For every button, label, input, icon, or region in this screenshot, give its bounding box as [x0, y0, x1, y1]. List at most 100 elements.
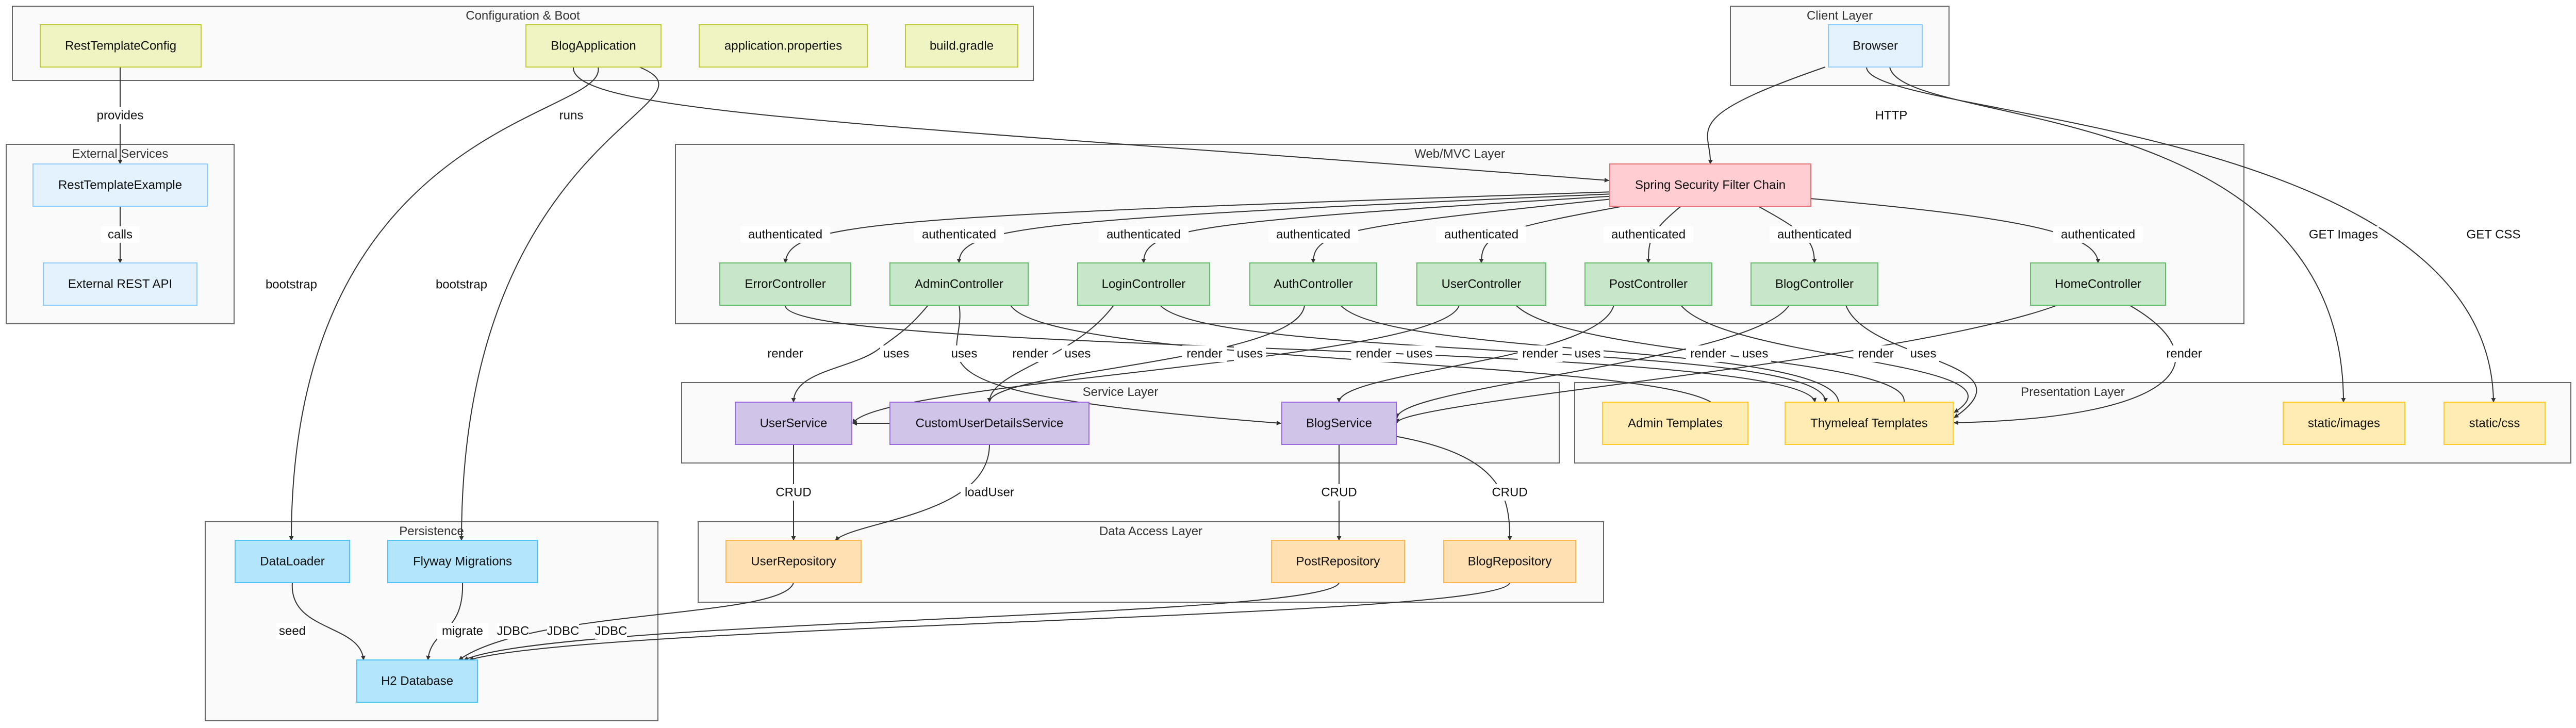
- edge-label-jdbc: JDBC: [547, 623, 580, 639]
- node-post-controller: PostController: [1584, 262, 1712, 306]
- node-label: RestTemplateConfig: [65, 39, 176, 53]
- edge-label-authenticated: authenticated: [740, 226, 831, 243]
- edge-login-controller-to-custom-user-details-service: [987, 305, 1114, 403]
- edge-label-render: render: [763, 345, 808, 362]
- node-label: Browser: [1853, 39, 1898, 53]
- cluster-title: Configuration & Boot: [466, 9, 580, 23]
- edge-browser-to-static-images: [1889, 67, 2346, 403]
- edge-label-background: [1875, 107, 1907, 124]
- node-post-repository: PostRepository: [1271, 540, 1405, 583]
- edge-label-background: [880, 345, 912, 362]
- edge-label-background: [555, 107, 587, 124]
- node-box: [32, 163, 208, 207]
- node-box: [235, 540, 350, 583]
- edge-label-text: authenticated: [922, 228, 996, 242]
- edge-label-background: [1351, 345, 1396, 362]
- node-user-service: UserService: [735, 402, 852, 445]
- edge-label-authenticated: authenticated: [1436, 226, 1527, 243]
- node-box: [2283, 402, 2405, 445]
- node-box: [356, 659, 478, 703]
- node-label: HomeController: [2055, 277, 2141, 291]
- edge-label-background: [497, 623, 529, 639]
- node-box: [43, 262, 197, 306]
- edge-post-repository-to-h2: [464, 582, 1340, 660]
- node-label: build.gradle: [930, 39, 994, 53]
- edge-data-loader-to-h2: [291, 582, 366, 660]
- node-label: CustomUserDetailsService: [916, 417, 1064, 431]
- edge-label-background: [547, 623, 579, 639]
- node-label: AdminController: [915, 277, 1003, 291]
- edge-user-repository-to-h2: [458, 582, 794, 660]
- edge-label-uses: uses: [1907, 345, 1939, 362]
- node-box: [1416, 262, 1546, 306]
- node-auth-controller: AuthController: [1249, 262, 1377, 306]
- node-user-controller: UserController: [1416, 262, 1546, 306]
- edge-label-text: uses: [1910, 347, 1937, 361]
- node-label: External REST API: [68, 277, 172, 291]
- cluster-title: Persistence: [399, 524, 464, 538]
- edge-admin-controller-to-blog-service: [956, 305, 1281, 425]
- node-box: [40, 24, 202, 68]
- edge-label-jdbc: JDBC: [595, 623, 627, 639]
- node-label: BlogService: [1306, 417, 1372, 431]
- edge-label-jdbc: JDBC: [497, 623, 529, 639]
- edge-label-background: [2161, 345, 2207, 362]
- edge-label-text: uses: [1237, 347, 1263, 361]
- node-box: [1785, 402, 1954, 445]
- edge-login-controller-to-thymeleaf-templates: [1160, 305, 1828, 403]
- edge-label-background: [1769, 226, 1860, 243]
- edge-label-background: [437, 623, 488, 639]
- edge-label-text: bootstrap: [436, 278, 487, 292]
- edge-label-get-images: GET Images: [2308, 226, 2379, 243]
- edge-label-text: CRUD: [775, 486, 811, 500]
- edge-label-background: [1323, 484, 1355, 501]
- edge-label-background: [2468, 226, 2519, 243]
- edge-label-text: authenticated: [2061, 228, 2135, 242]
- edge-label-background: [1603, 226, 1694, 243]
- edge-label-get-css: GET CSS: [2467, 226, 2521, 243]
- edge-label-text: authenticated: [1611, 228, 1686, 242]
- node-label: LoginController: [1102, 277, 1186, 291]
- node-build-gradle: build.gradle: [905, 24, 1018, 68]
- node-label: UserService: [760, 417, 828, 431]
- node-label: PostRepository: [1296, 555, 1380, 569]
- edge-label-background: [1062, 345, 1094, 362]
- node-label: UserController: [1442, 277, 1522, 291]
- node-box: [719, 262, 851, 306]
- edge-label-http: HTTP: [1875, 107, 1907, 124]
- edge-label-text: loadUser: [965, 486, 1014, 500]
- cluster-title: Service Layer: [1083, 385, 1159, 399]
- node-admin-templates: Admin Templates: [1602, 402, 1748, 445]
- node-label: Flyway Migrations: [413, 555, 512, 569]
- edge-label-render: render: [1853, 345, 1898, 362]
- edge-label-text: seed: [279, 624, 306, 638]
- edge-label-background: [763, 345, 808, 362]
- edge-blog-application-to-security-chain: [572, 67, 1609, 183]
- edge-label-text: JDBC: [547, 624, 580, 638]
- node-blog-service: BlogService: [1281, 402, 1397, 445]
- edge-label-text: GET CSS: [2467, 228, 2521, 242]
- edge-label-background: [1739, 345, 1771, 362]
- edge-admin-controller-to-admin-templates: [1010, 305, 1720, 423]
- edge-label-background: [259, 276, 324, 293]
- edge-label-background: [740, 226, 831, 243]
- edge-label-text: authenticated: [1444, 228, 1518, 242]
- edge-label-crud: CRUD: [1321, 484, 1357, 501]
- cluster-title: Presentation Layer: [2021, 385, 2124, 399]
- node-box: [1609, 163, 1811, 207]
- edge-label-background: [1234, 345, 1266, 362]
- node-admin-controller: AdminController: [889, 262, 1029, 306]
- edge-label-render: render: [1686, 345, 1731, 362]
- node-box: [525, 24, 662, 68]
- edge-label-background: [1008, 345, 1053, 362]
- node-browser: Browser: [1828, 24, 1923, 68]
- edge-label-background: [914, 226, 1004, 243]
- edge-label-text: render: [1186, 347, 1222, 361]
- edge-label-authenticated: authenticated: [2053, 226, 2143, 243]
- node-blog-application: BlogApplication: [525, 24, 662, 68]
- node-box: [1271, 540, 1405, 583]
- edge-label-background: [2053, 226, 2143, 243]
- node-box: [387, 540, 538, 583]
- edge-label-bootstrap: bootstrap: [259, 276, 324, 293]
